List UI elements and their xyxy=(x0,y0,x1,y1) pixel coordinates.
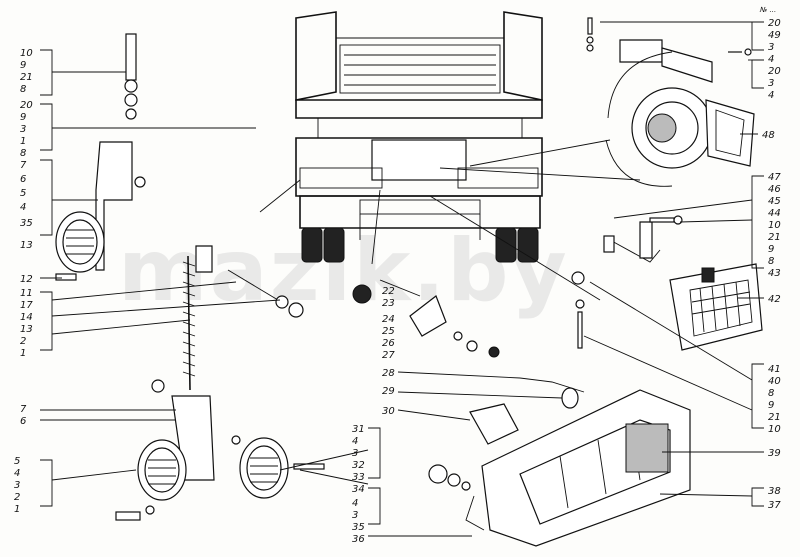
callout-label: 26 xyxy=(382,338,395,349)
callout-label: 21 xyxy=(768,232,781,243)
callout-label: 34 xyxy=(352,484,365,495)
callout-label: 43 xyxy=(768,268,781,279)
corner-mark: № ... xyxy=(759,6,776,14)
callout-label: 35 xyxy=(352,522,365,533)
callout-label: 3 xyxy=(352,510,358,521)
callout-leader-lines xyxy=(40,21,764,537)
callout-label: 4 xyxy=(768,54,774,65)
callout-label: 3 xyxy=(352,448,358,459)
callout-label: 41 xyxy=(768,364,781,375)
work-lamp-assembly xyxy=(571,215,763,351)
callout-label: 10 xyxy=(768,220,781,231)
callout-label: 25 xyxy=(382,326,395,337)
callout-label: 7 xyxy=(20,404,27,415)
callout-label: 39 xyxy=(768,448,781,459)
callout-label: 48 xyxy=(762,130,775,141)
callout-label: 30 xyxy=(382,406,395,417)
callout-label: 3 xyxy=(20,124,26,135)
callout-label: 8 xyxy=(20,148,26,159)
callout-label: 22 xyxy=(382,286,395,297)
left-reflector-assembly xyxy=(55,33,146,281)
callout-label: 2 xyxy=(20,336,26,347)
rear-combination-lamp xyxy=(409,295,691,547)
callout-label: 8 xyxy=(768,256,774,267)
callout-label: 5 xyxy=(14,456,20,467)
callout-label: 10 xyxy=(768,424,781,435)
callout-label: 17 xyxy=(20,300,33,311)
callout-label: 9 xyxy=(20,60,26,71)
callout-label: 4 xyxy=(352,436,358,447)
callout-label: 20 xyxy=(768,18,781,29)
callout-label: 8 xyxy=(768,388,774,399)
callout-label: 46 xyxy=(768,184,781,195)
callout-label: 23 xyxy=(382,298,395,309)
callout-label: 37 xyxy=(768,500,781,511)
callout-label: 11 xyxy=(20,288,33,299)
callout-label: 4 xyxy=(14,468,20,479)
callout-numbers-center: 22 23 24 25 26 27 28 29 30 xyxy=(382,286,395,417)
callout-label: 1 xyxy=(14,504,20,515)
callout-numbers-right-lower: 41 40 8 9 21 10 39 38 37 xyxy=(768,364,781,511)
callout-label: 3 xyxy=(768,42,774,53)
callout-label: 40 xyxy=(768,376,781,387)
callout-label: 20 xyxy=(768,66,781,77)
callout-label: 47 xyxy=(768,172,781,183)
callout-label: 5 xyxy=(20,188,26,199)
callout-label: 4 xyxy=(352,498,358,509)
horn-signal xyxy=(586,17,755,187)
callout-label: 8 xyxy=(20,84,26,95)
callout-label: 4 xyxy=(768,90,774,101)
callout-numbers-center-bottom: 31 4 3 32 33 34 4 3 35 36 xyxy=(352,424,365,545)
callout-label: 1 xyxy=(20,136,26,147)
callout-label: 10 xyxy=(20,48,33,59)
callout-label: 49 xyxy=(768,30,781,41)
callout-label: 45 xyxy=(768,196,781,207)
callout-label: 31 xyxy=(352,424,365,435)
callout-label: 42 xyxy=(768,294,781,305)
callout-numbers-top-left: 10 9 21 8 20 9 3 1 8 7 6 5 4 35 13 12 11… xyxy=(20,48,33,359)
callout-label: 29 xyxy=(382,386,395,397)
callout-label: 21 xyxy=(20,72,33,83)
truck-rear-illustration xyxy=(295,11,543,263)
callout-label: 21 xyxy=(768,412,781,423)
callout-label: 6 xyxy=(20,174,26,185)
callout-label: 6 xyxy=(20,416,26,427)
callout-label: 3 xyxy=(14,480,20,491)
callout-numbers-right-middle: 47 46 45 44 10 21 9 8 43 42 xyxy=(768,172,781,305)
callout-label: 14 xyxy=(20,312,33,323)
callout-label: 32 xyxy=(352,460,365,471)
callout-label: 9 xyxy=(768,400,774,411)
callout-numbers-bottom-left: 7 6 5 4 3 2 1 xyxy=(14,404,27,515)
callout-label: 36 xyxy=(352,534,365,545)
callout-label: 35 xyxy=(20,218,33,229)
callout-label: 1 xyxy=(20,348,26,359)
callout-label: 9 xyxy=(20,112,26,123)
callout-label: 24 xyxy=(382,314,395,325)
callout-label: 27 xyxy=(382,350,395,361)
callout-label: 33 xyxy=(352,472,365,483)
callout-label: 2 xyxy=(14,492,20,503)
callout-label: 4 xyxy=(20,202,26,213)
callout-label: 28 xyxy=(382,368,395,379)
callout-label: 20 xyxy=(20,100,33,111)
callout-label: 7 xyxy=(20,160,27,171)
callout-label: 12 xyxy=(20,274,33,285)
bottom-reflectors xyxy=(115,435,325,521)
callout-label: 44 xyxy=(768,208,781,219)
callout-label: 3 xyxy=(768,78,774,89)
callout-numbers-top-right: 20 49 3 4 20 3 4 48 xyxy=(762,18,781,141)
callout-label: 9 xyxy=(768,244,774,255)
callout-label: 13 xyxy=(20,324,33,335)
callout-label: 13 xyxy=(20,240,33,251)
callout-label: 38 xyxy=(768,486,781,497)
